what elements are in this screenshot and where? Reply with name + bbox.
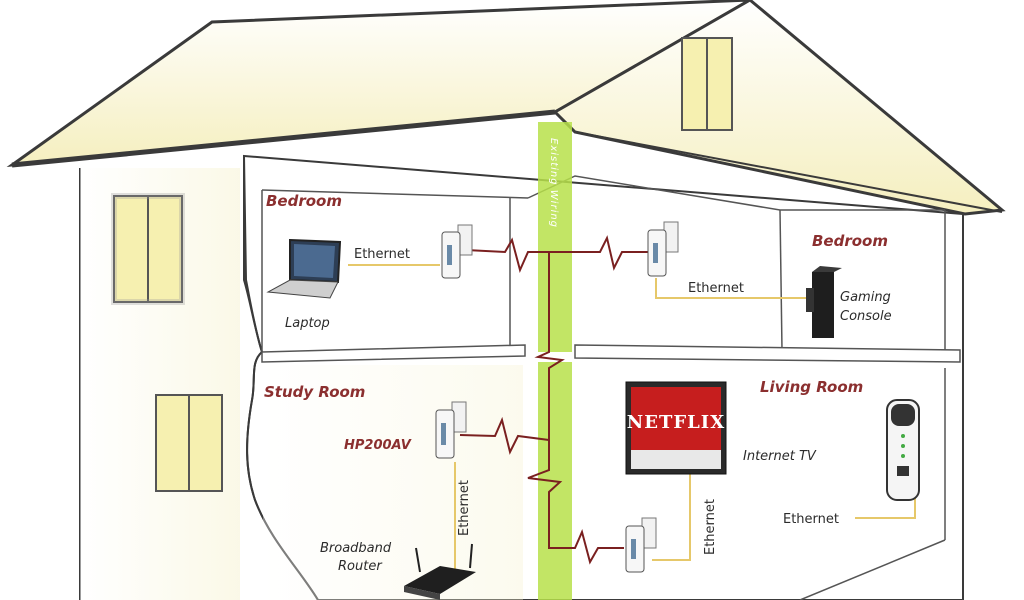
console-label-line2: Console bbox=[840, 309, 892, 324]
tv-label: Internet TV bbox=[743, 449, 817, 464]
ethernet-label-router: Ethernet bbox=[457, 480, 472, 536]
upper-floor-walls bbox=[261, 189, 529, 199]
tv-brand: NETFLIX bbox=[627, 412, 725, 433]
floor-slab bbox=[261, 344, 526, 363]
adapter-model-label: HP200AV bbox=[344, 438, 412, 453]
tv-icon: NETFLIX bbox=[625, 381, 727, 475]
existing-wiring-label: Existing Wiring bbox=[548, 138, 559, 228]
room-label-bedroom-left: Bedroom bbox=[266, 192, 342, 210]
adapter-study-room bbox=[435, 401, 467, 459]
ethernet-label-living: Ethernet bbox=[783, 512, 839, 527]
roof-eave-right bbox=[574, 131, 1003, 213]
room-label-study-room: Study Room bbox=[264, 383, 365, 401]
window-upper-left bbox=[111, 193, 185, 305]
adapter-bedroom-right bbox=[647, 221, 679, 277]
adapter-living-room bbox=[625, 517, 657, 573]
roof-eave bbox=[11, 109, 556, 168]
router-label-line2: Router bbox=[338, 559, 383, 574]
router-icon bbox=[404, 543, 476, 600]
console-label-line1: Gaming bbox=[840, 290, 891, 305]
ethernet-label-console: Ethernet bbox=[688, 281, 744, 296]
window-lower-left bbox=[155, 394, 223, 492]
adapter-bedroom-left bbox=[441, 224, 473, 279]
room-label-bedroom-right: Bedroom bbox=[812, 232, 888, 250]
power-lines bbox=[459, 235, 648, 565]
ethernet-lines bbox=[348, 264, 916, 570]
room-label-living-room: Living Room bbox=[760, 378, 863, 396]
laptop-icon bbox=[266, 238, 342, 299]
laptop-label: Laptop bbox=[285, 316, 330, 331]
router-label-line1: Broadband bbox=[320, 541, 392, 556]
gaming-console-icon bbox=[806, 266, 842, 338]
window-attic bbox=[681, 37, 733, 131]
adapter-standalone-living-room bbox=[886, 399, 920, 501]
ethernet-label-tv: Ethernet bbox=[703, 499, 718, 555]
ethernet-label-laptop: Ethernet bbox=[354, 247, 410, 262]
